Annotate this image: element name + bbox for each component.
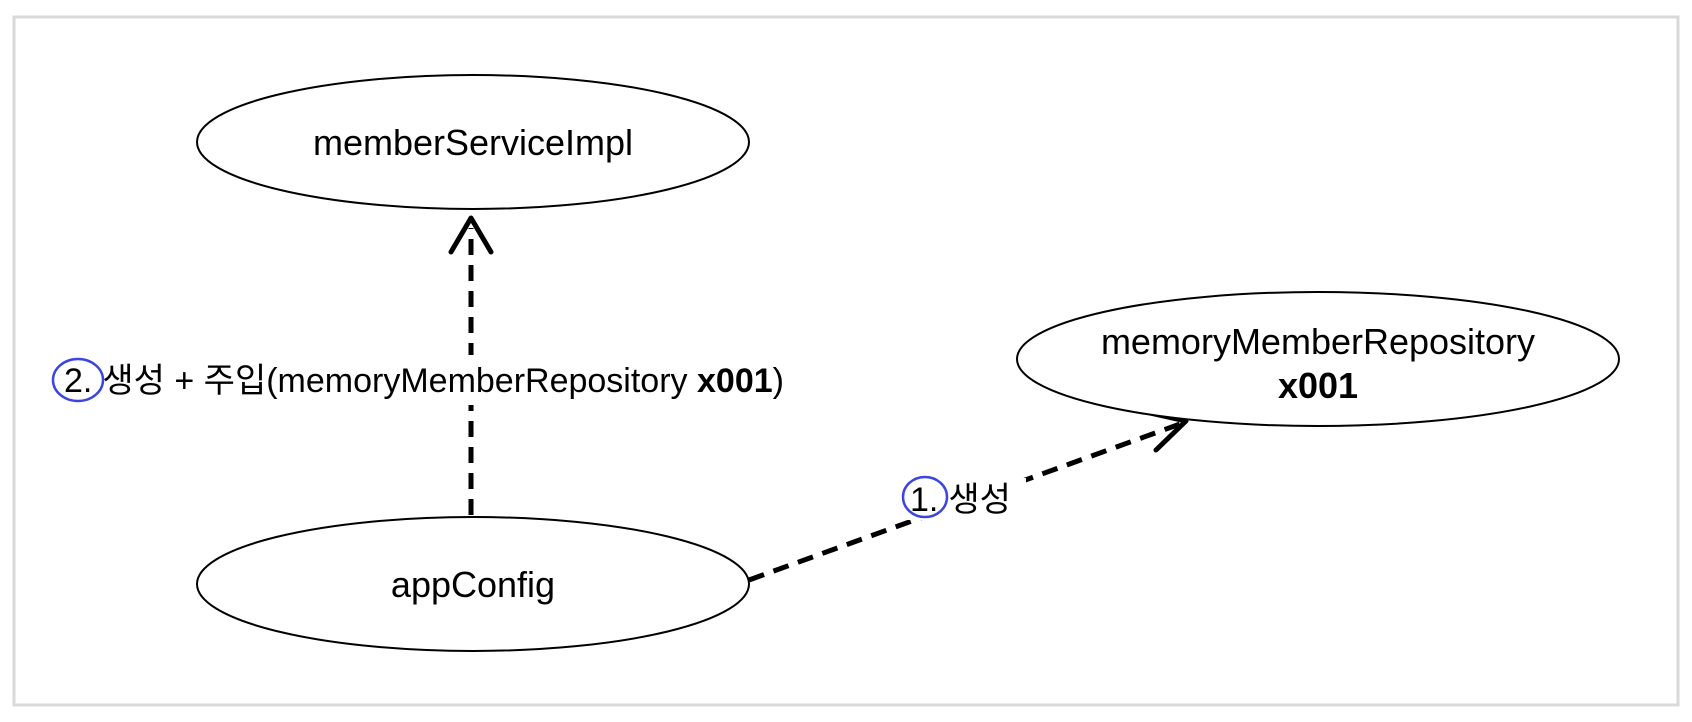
edge-text-address: x001 [697,362,773,400]
node-memory-member-repository: memoryMemberRepository x001 [1016,291,1620,427]
node-label-member-service-impl: memberServiceImpl [313,122,633,163]
edge-label-inject-text: 2. 생성 + 주입(memoryMemberRepository x001) [64,362,784,400]
edge-number-1: 1. [910,481,938,519]
edge-label-background [56,355,876,405]
edge-label-create: 1. 생성 [900,475,1026,520]
node-app-config: appConfig [196,516,750,652]
node-label-app-config: appConfig [391,564,555,605]
node-sublabel-address: x001 [1278,365,1358,406]
node-ellipse [196,74,750,210]
edge-label-create-text: 1. 생성 [910,481,1011,519]
node-ellipse [1016,291,1620,427]
edge-label-inject: 2. 생성 + 주입(memoryMemberRepository x001) [51,355,876,405]
edge-text-suffix: ) [773,362,784,400]
edge-label-background [900,478,1026,520]
edge-text-create: 생성 [948,481,1011,519]
node-label-memory-member-repository: memoryMemberRepository [1101,321,1535,362]
edge-text-inject: 생성 + 주입(memoryMemberRepository [102,362,697,400]
node-ellipse [196,516,750,652]
annotation-circle-icon [51,357,105,403]
node-member-service-impl: memberServiceImpl [196,74,750,210]
edge-number-2: 2. [64,362,92,400]
annotation-circle-icon [901,475,949,519]
arrowhead-up-icon [448,215,494,255]
